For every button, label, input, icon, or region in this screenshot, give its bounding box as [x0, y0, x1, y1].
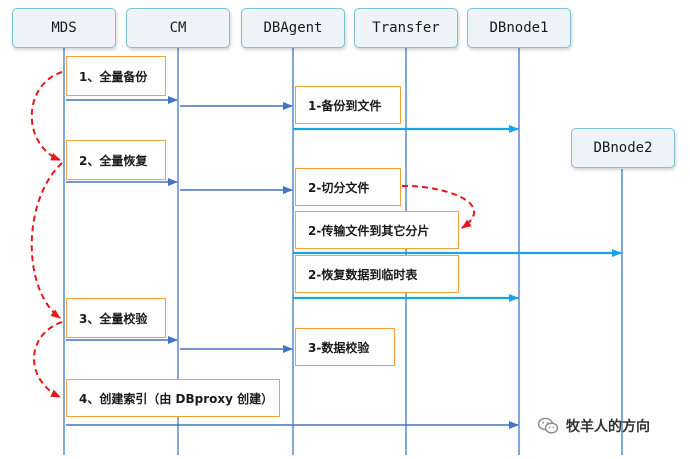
actor-cm: CM	[126, 8, 230, 48]
red-curve-split-to-transfer	[401, 184, 476, 229]
actor-dbnode2: DBnode2	[571, 128, 675, 168]
note-transfer-file: 2-传输文件到其它分片	[295, 211, 459, 249]
watermark: 牧羊人的方向	[536, 414, 650, 438]
watermark-text: 牧羊人的方向	[566, 419, 650, 435]
red-curve-1-to-2	[30, 71, 63, 161]
note-full-backup: 1、全量备份	[66, 56, 166, 96]
note-restore-temp: 2-恢复数据到临时表	[295, 255, 459, 293]
actor-transfer: Transfer	[354, 8, 458, 48]
note-backup-to-file: 1-备份到文件	[295, 86, 401, 124]
note-data-verify: 3-数据校验	[295, 328, 395, 366]
note-full-restore: 2、全量恢复	[66, 140, 166, 180]
actor-mds: MDS	[12, 8, 116, 48]
actor-dbnode1: DBnode1	[467, 8, 571, 48]
note-full-verify: 3、全量校验	[66, 298, 166, 338]
note-split-file: 2-切分文件	[295, 168, 401, 206]
red-curve-2-to-3	[30, 162, 63, 319]
actor-dbagent: DBAgent	[241, 8, 345, 48]
red-curve-3-to-4	[33, 321, 63, 398]
wechat-icon	[537, 417, 559, 434]
note-create-index: 4、创建索引（由 DBproxy 创建）	[66, 379, 280, 417]
